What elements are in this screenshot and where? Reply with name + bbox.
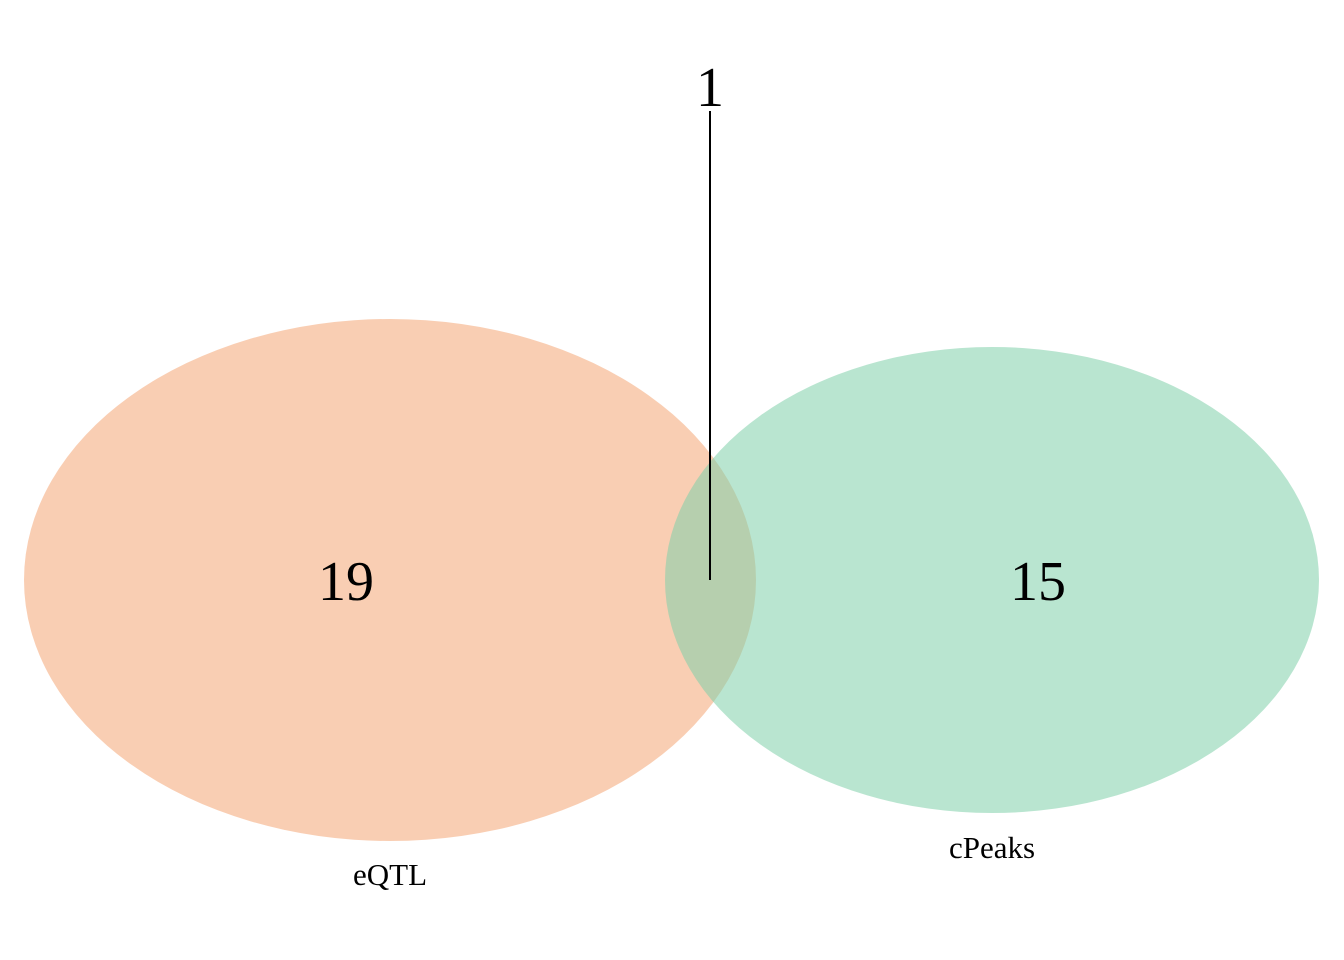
cpeaks-only-count-label: 15 <box>1010 551 1066 613</box>
intersection-count-label: 1 <box>696 57 724 119</box>
eqtl-set-ellipse <box>24 319 756 841</box>
cpeaks-set-ellipse <box>665 347 1319 813</box>
cpeaks-set-label: cPeaks <box>949 830 1035 865</box>
eqtl-only-count-label: 19 <box>318 551 374 613</box>
eqtl-set-label: eQTL <box>353 857 427 892</box>
